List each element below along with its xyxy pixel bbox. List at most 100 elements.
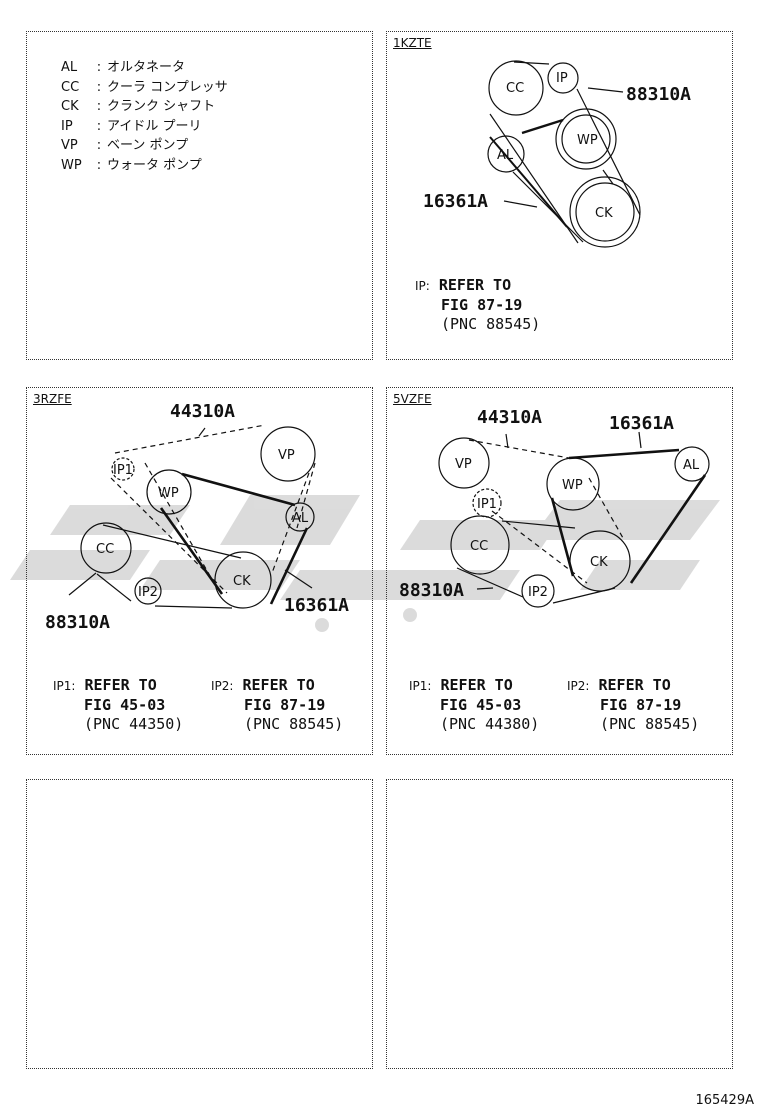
leader-line (503, 200, 538, 208)
belt-segment (296, 462, 316, 529)
belt-segment (489, 136, 568, 228)
legend-row: WP:ウォータ ポンプ (61, 157, 202, 173)
panel-3rzfe: 3RZFE (26, 387, 373, 755)
pulley-label-wp: WP (158, 486, 179, 501)
legend-row: CC:クーラ コンプレッサ (61, 79, 228, 95)
pulley-label-ip1: IP1 (477, 497, 497, 512)
belt-segment (181, 472, 296, 507)
pulley-cc (450, 515, 510, 575)
pulley-vp (438, 437, 490, 489)
part-number-16361a: 16361A (284, 595, 349, 616)
pulley-wp-inner (561, 114, 611, 164)
refer-note-ip: IP: REFER TO FIG 87-19 (PNC 88545) (415, 276, 541, 333)
refer-note-ip1: IP1: REFER TO FIG 45-03 (PNC 44380) (409, 676, 540, 733)
empty-panel-left (26, 779, 373, 1069)
part-number-88310a: 88310A (626, 84, 691, 105)
belt-segment (96, 573, 132, 602)
belt-segment (512, 171, 584, 243)
pulley-label-wp: WP (562, 478, 583, 493)
pulley-label-wp: WP (577, 133, 598, 148)
belt-segment (521, 118, 564, 135)
panel-5vzfe: 5VZFE VP WP (386, 387, 733, 755)
belt-segment (501, 520, 576, 529)
belt-segment (568, 448, 680, 460)
pulley-ip (547, 62, 579, 94)
leader-line (505, 433, 509, 449)
leader-line (198, 427, 206, 437)
legend-row: AL:オルタネータ (61, 60, 186, 75)
leader-line (638, 431, 642, 449)
pulley-label-vp: VP (455, 457, 472, 472)
pulley-al (285, 502, 315, 532)
refer-note-ip2: IP2: REFER TO FIG 87-19 (PNC 88545) (211, 676, 344, 733)
leader-line (476, 587, 494, 590)
belt-segment (456, 567, 524, 598)
belt-segment (159, 507, 224, 595)
refer-note-ip2: IP2: REFER TO FIG 87-19 (PNC 88545) (567, 676, 700, 733)
belt-segment (154, 605, 233, 609)
part-number-88310a: 88310A (399, 580, 464, 601)
belt-segment (588, 477, 624, 539)
empty-panel-right (386, 779, 733, 1069)
pulley-label-al: AL (497, 148, 514, 163)
legend-row: IP:アイドル プーリ (61, 118, 202, 134)
belt-segment (114, 424, 266, 454)
pulley-label-vp: VP (278, 448, 295, 463)
pulley-label-cc: CC (506, 81, 524, 96)
pulley-ck-inner (575, 182, 635, 242)
belt-diagram-5vzfe: VP WP AL IP1 CC CK IP2 44310A 16361A 883… (399, 407, 710, 608)
pulley-wp (146, 469, 192, 515)
pulley-ip1 (111, 457, 135, 481)
refer-note-ip1: IP1: REFER TO FIG 45-03 (PNC 44350) (53, 676, 184, 733)
pulley-label-ip1: IP1 (113, 463, 133, 478)
abbreviation-legend: AL:オルタネータ CC:クーラ コンプレッサ CK:クランク シャフト IP:… (61, 58, 228, 176)
pulley-al (674, 446, 710, 482)
pulley-label-ip2: IP2 (528, 585, 548, 600)
leader-line (284, 569, 313, 589)
pulley-ck (569, 530, 631, 592)
belt-diagram-1kzte: CC IP WP AL CK 88310A 16361A (423, 60, 691, 248)
belt-segment (576, 88, 641, 216)
belt-segment (144, 462, 218, 589)
legend-row: CK:クランク シャフト (61, 99, 216, 115)
leader-line (587, 87, 624, 93)
pulley-ck (214, 551, 272, 609)
pulley-ip2 (521, 574, 555, 608)
pulley-label-ck: CK (595, 206, 613, 221)
panel-1kzte: 1KZTE CC IP WP AL CK 88 (386, 31, 733, 360)
pulley-label-cc: CC (96, 542, 114, 557)
belt-segment (468, 439, 570, 459)
pulley-label-ip: IP (556, 71, 568, 86)
pulley-label-ip2: IP2 (138, 585, 158, 600)
belt-segment (102, 524, 242, 559)
engine-tag: 5VZFE (393, 392, 432, 406)
pulley-label-al: AL (683, 458, 700, 473)
belt-diagram-3rzfe: VP IP1 WP AL CC IP2 CK 44310A 88310A 163… (45, 401, 349, 633)
pulley-ip2 (134, 577, 162, 605)
part-number-88310a: 88310A (45, 612, 110, 633)
pulley-label-ck: CK (590, 555, 608, 570)
leader-line (68, 572, 97, 596)
pulley-label-ck: CK (233, 574, 251, 589)
pulley-cc (488, 60, 544, 116)
pulley-cc (80, 522, 132, 574)
legend-row: VP:ベーン ポンプ (61, 138, 189, 154)
engine-tag: 1KZTE (393, 36, 432, 50)
figure-id: 165429A (695, 1093, 754, 1108)
part-number-44310a: 44310A (477, 407, 542, 428)
pulley-label-al: AL (292, 511, 309, 526)
pulley-label-cc: CC (470, 539, 488, 554)
pulley-al (487, 135, 525, 173)
belt-segment (269, 527, 309, 605)
part-number-16361a: 16361A (609, 413, 674, 434)
part-number-16361a: 16361A (423, 191, 488, 212)
engine-tag: 3RZFE (33, 392, 72, 406)
legend-panel: AL:オルタネータ CC:クーラ コンプレッサ CK:クランク シャフト IP:… (26, 31, 373, 360)
pulley-wp (555, 108, 617, 170)
pulley-ck (569, 176, 641, 248)
belt-segment (629, 474, 707, 584)
pulley-wp (546, 457, 600, 511)
pulley-vp (260, 426, 316, 482)
part-number-44310a: 44310A (170, 401, 235, 422)
